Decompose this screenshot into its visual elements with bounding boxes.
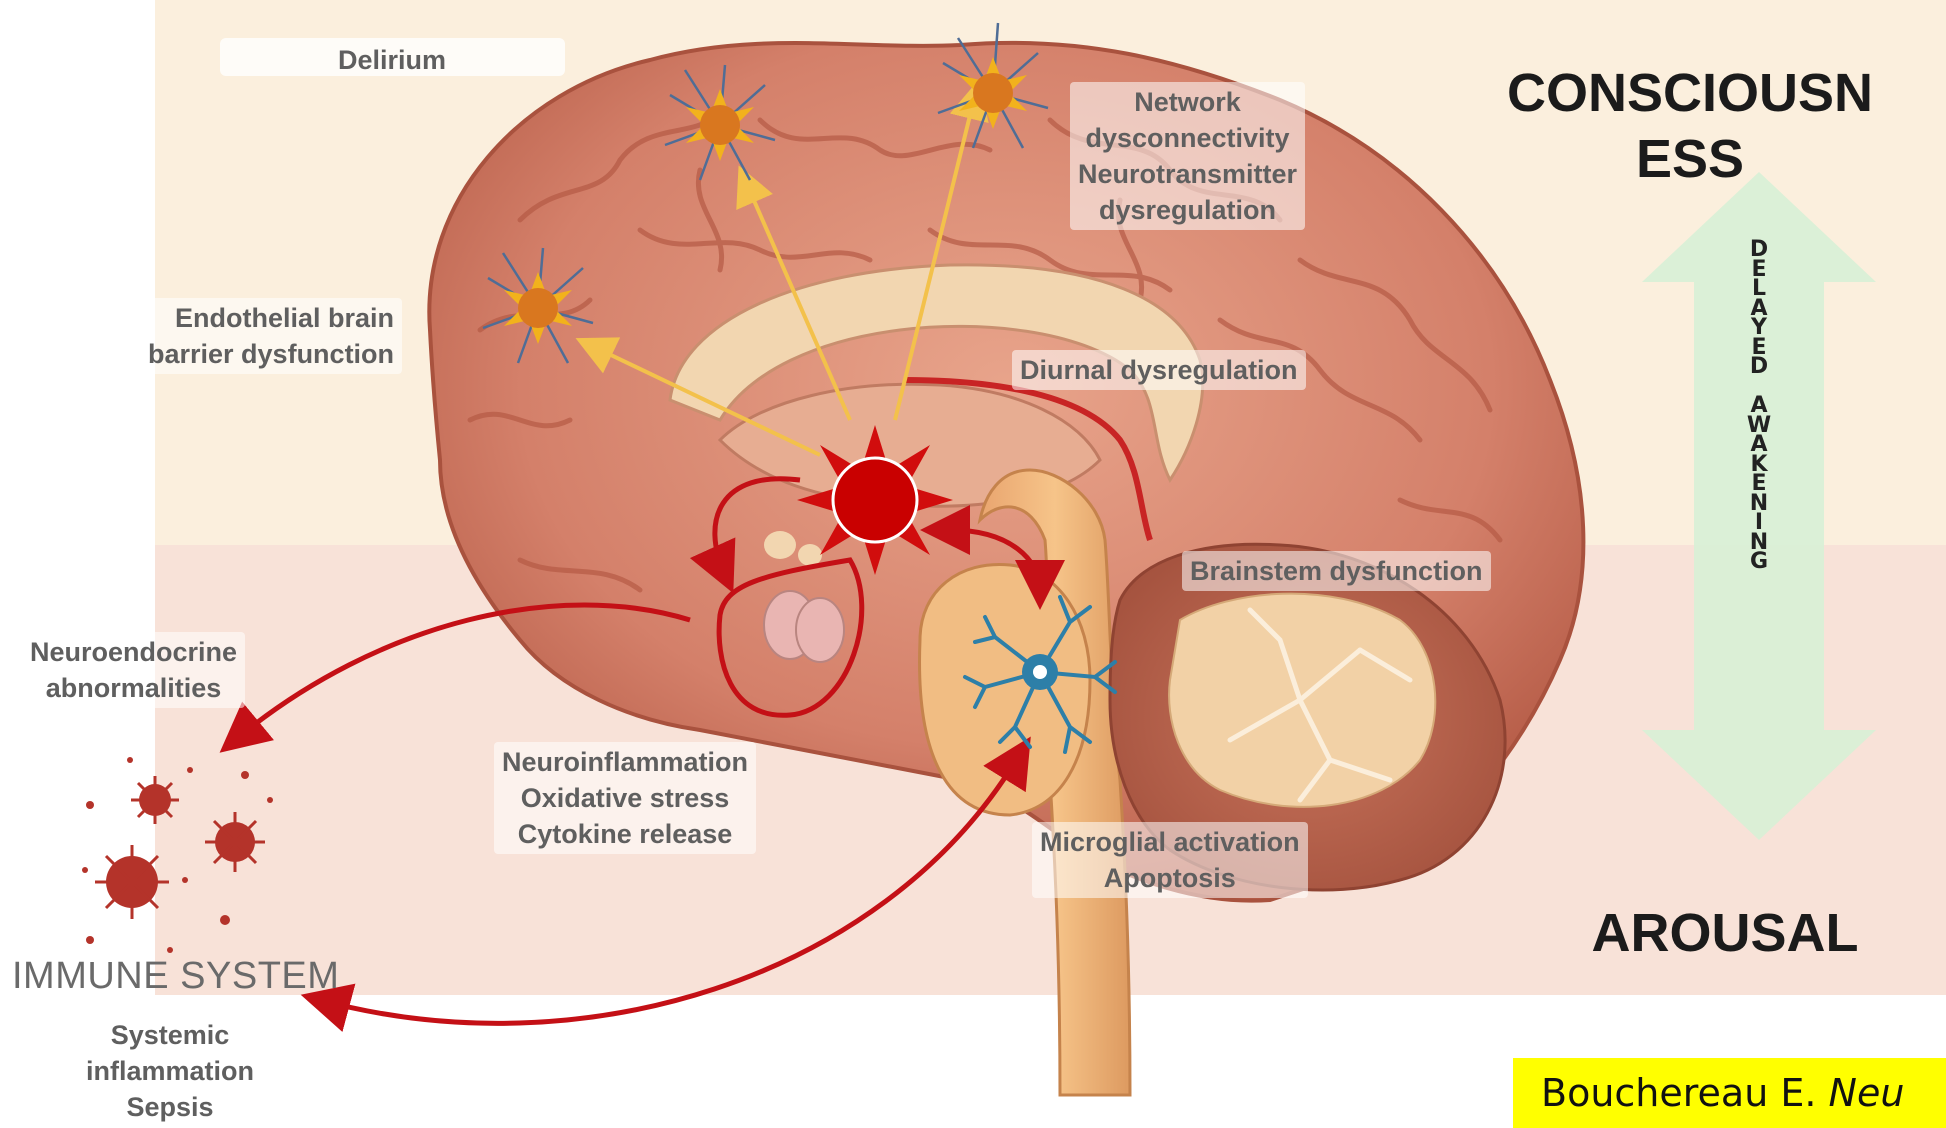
network-label: Network dysconnectivity Neurotransmitter… <box>1070 82 1305 230</box>
particle <box>220 915 230 925</box>
endothelial-label: Endothelial brain barrier dysfunction <box>140 298 402 374</box>
particle <box>167 947 173 953</box>
citation: Bouchereau E. Neu <box>1513 1058 1946 1128</box>
microglial-label: Microglial activation Apoptosis <box>1032 822 1308 898</box>
immune-system-label: IMMUNE SYSTEM <box>12 955 339 998</box>
systemic-label: Systemic inflammation Sepsis <box>78 1015 262 1127</box>
neuroinflammation-label: Neuroinflammation Oxidative stress Cytok… <box>494 742 756 854</box>
neuroendocrine-label: Neuroendocrine abnormalities <box>22 632 245 708</box>
virus-icon <box>205 812 265 872</box>
particle <box>127 757 133 763</box>
virus-icon <box>131 776 179 824</box>
delirium-label: Delirium <box>330 40 454 80</box>
particle <box>86 801 94 809</box>
diurnal-label: Diurnal dysregulation <box>1012 350 1306 390</box>
consciousness-heading: CONSCIOUSN ESS <box>1480 60 1900 192</box>
particle <box>82 867 88 873</box>
particle <box>241 771 249 779</box>
particle <box>86 936 94 944</box>
particle <box>267 797 273 803</box>
delayed-awakening-text: D E L A Y E D A W A K E N I N G <box>1744 240 1774 572</box>
arousal-heading: AROUSAL <box>1560 900 1890 966</box>
virus-icon <box>95 845 169 919</box>
particle <box>182 877 188 883</box>
particle <box>187 767 193 773</box>
brainstem-label: Brainstem dysfunction <box>1182 551 1491 591</box>
